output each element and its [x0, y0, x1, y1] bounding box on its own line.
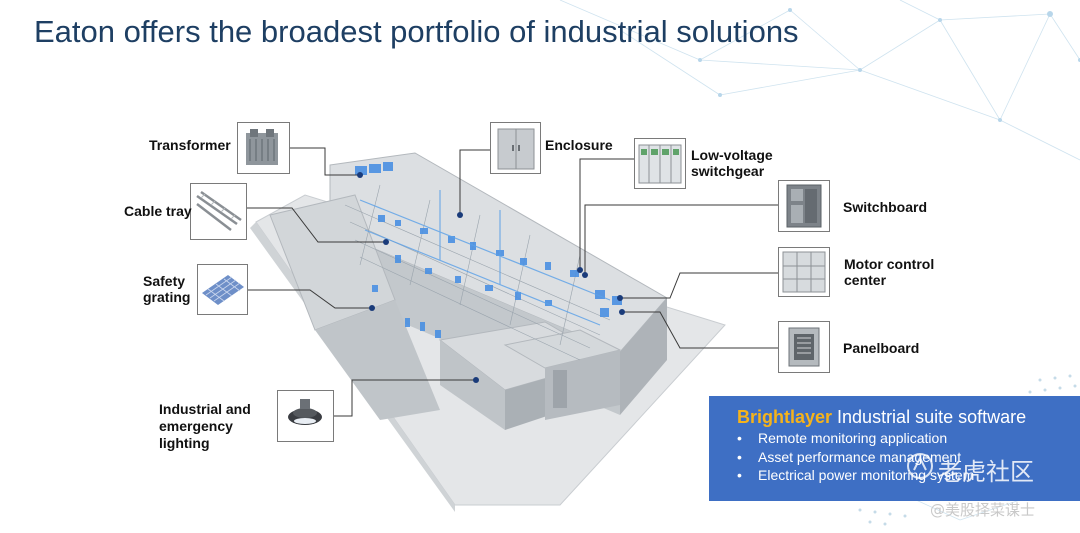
label-safety-grating-line2: grating — [143, 289, 191, 305]
label-motor-control-center: Motor control center — [844, 256, 934, 288]
label-switchboard: Switchboard — [843, 199, 928, 215]
software-feature-item: Electrical power monitoring system — [737, 466, 974, 485]
label-lighting-line1: Industrial and — [159, 401, 251, 417]
low-voltage-switchgear-thumbnail — [634, 138, 686, 189]
brightlayer-brand: Brightlayer — [737, 407, 833, 427]
page-title: Eaton offers the broadest portfolio of i… — [34, 14, 799, 49]
enclosure-icon — [497, 128, 535, 170]
label-low-voltage-line1: Low-voltage — [691, 147, 773, 163]
transformer-icon — [246, 129, 278, 165]
software-feature-item: Remote monitoring application — [737, 429, 974, 448]
label-safety-grating: Safety grating — [143, 273, 190, 305]
label-safety-grating-line1: Safety — [143, 273, 186, 289]
motor-control-center-thumbnail — [778, 247, 830, 297]
grating-icon — [202, 275, 244, 305]
label-low-voltage-switchgear: Low-voltage switchgear — [691, 147, 773, 179]
label-lighting-line3: lighting — [159, 435, 210, 451]
enclosure-thumbnail — [490, 122, 541, 174]
watermark-logo-text: 老虎社区 — [938, 458, 1034, 486]
watermark-handle: @美股择菜谋士 — [930, 501, 1036, 519]
transformer-thumbnail — [237, 122, 290, 174]
panelboard-thumbnail — [778, 321, 830, 373]
brightlayer-panel: Brightlayer Industrial suite software Re… — [709, 396, 1080, 501]
motor-control-icon — [782, 251, 826, 293]
cable-tray-thumbnail — [190, 183, 247, 240]
label-transformer: Transformer — [149, 137, 231, 153]
label-motor-control-line2: center — [844, 272, 887, 288]
label-enclosure: Enclosure — [545, 137, 613, 153]
label-low-voltage-line2: switchgear — [691, 163, 765, 179]
cable-tray-icon — [196, 190, 242, 231]
label-cable-tray: Cable tray — [124, 203, 192, 219]
label-motor-control-line1: Motor control — [844, 256, 935, 272]
tiger-logo-icon — [913, 455, 927, 471]
label-panelboard: Panelboard — [843, 340, 920, 356]
loading-door — [553, 370, 567, 408]
panelboard-icon — [788, 327, 820, 367]
brightlayer-title-rest: Industrial suite software — [832, 407, 1027, 427]
lighting-thumbnail — [277, 390, 334, 442]
safety-grating-thumbnail — [197, 264, 248, 315]
label-lighting-line2: emergency — [159, 418, 233, 434]
switchboard-thumbnail — [778, 180, 830, 232]
switchgear-icon — [638, 144, 682, 184]
label-lighting: Industrial and emergency lighting — [159, 401, 251, 452]
highbay-light-icon — [288, 399, 322, 425]
brightlayer-title: Brightlayer Industrial suite software — [737, 407, 1026, 428]
switchboard-icon — [786, 184, 822, 228]
